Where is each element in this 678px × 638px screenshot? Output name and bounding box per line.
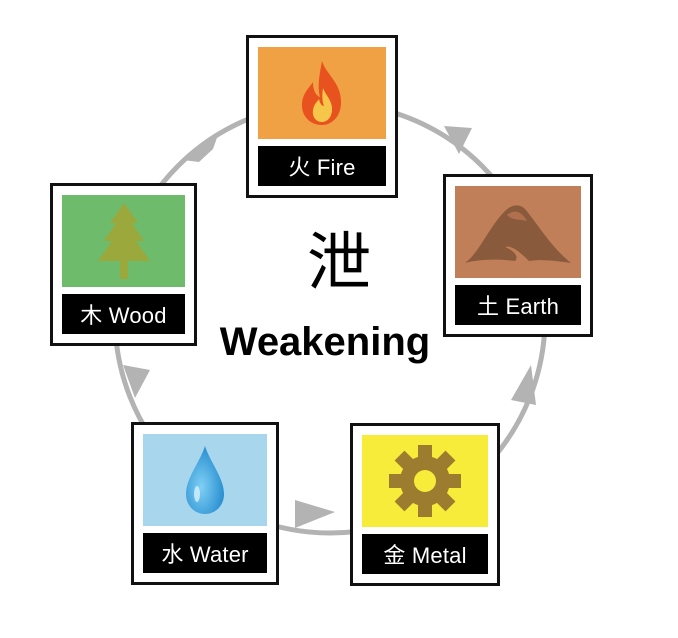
arrow-fire-to-wood <box>183 132 219 162</box>
water-drop-icon <box>186 446 224 514</box>
tree-icon <box>97 203 150 279</box>
fire-card: 火 Fire <box>246 35 398 198</box>
center-word: Weakening <box>219 320 431 364</box>
metal-card: 金 Metal <box>350 423 500 586</box>
metal-label: 金 Metal <box>362 534 488 574</box>
water-card: 水 Water <box>131 422 279 585</box>
mountain-icon <box>465 205 571 263</box>
wood-tile <box>62 195 185 287</box>
earth-label: 土 Earth <box>455 285 581 325</box>
earth-card: 土 Earth <box>443 174 593 337</box>
fire-label: 火 Fire <box>258 146 386 186</box>
wood-card: 木 Wood <box>50 183 197 346</box>
water-label: 水 Water <box>143 533 267 573</box>
fire-tile <box>258 47 386 139</box>
center-character: 泄 <box>307 227 371 301</box>
arrow-earth-to-fire <box>444 126 472 154</box>
earth-tile <box>455 186 581 278</box>
arrow-wood-to-water <box>123 365 150 398</box>
arrow-water-to-metal <box>295 500 335 528</box>
wood-label: 木 Wood <box>62 294 185 334</box>
metal-tile <box>362 435 488 527</box>
water-tile <box>143 434 267 526</box>
flame-icon <box>301 61 342 125</box>
gear-icon <box>389 445 461 517</box>
arrow-metal-to-earth <box>511 365 536 405</box>
